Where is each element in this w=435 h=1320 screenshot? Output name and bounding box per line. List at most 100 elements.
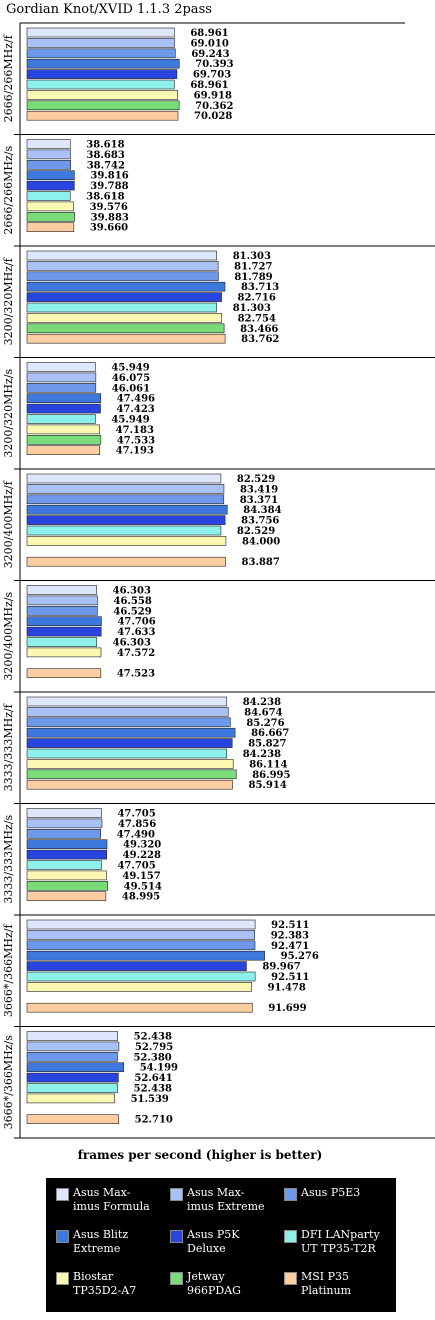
data-label: 82.716 xyxy=(238,293,276,304)
data-label: 49.514 xyxy=(124,881,162,892)
data-label: 69.918 xyxy=(194,90,232,101)
legend-swatch xyxy=(56,1188,69,1201)
data-label: 70.393 xyxy=(195,59,233,70)
bar xyxy=(26,484,225,494)
data-label: 86.667 xyxy=(251,728,289,739)
legend-label: DFI LANparty UT TP35-T2R xyxy=(301,1228,380,1255)
data-label: 47.183 xyxy=(116,425,154,436)
bar xyxy=(26,191,71,201)
bar xyxy=(26,48,176,59)
data-label: 92.383 xyxy=(271,930,309,941)
bar xyxy=(26,261,219,271)
data-label: 84.238 xyxy=(243,749,281,760)
bar xyxy=(26,515,226,525)
bar xyxy=(26,748,228,759)
bar xyxy=(26,585,97,595)
bar xyxy=(26,38,175,48)
data-label: 86.114 xyxy=(249,759,287,770)
data-label: 45.949 xyxy=(111,363,149,374)
bar xyxy=(26,139,71,149)
data-label: 46.303 xyxy=(113,586,151,597)
bar xyxy=(26,1083,118,1093)
data-label: 52.380 xyxy=(133,1052,171,1063)
data-label: 46.558 xyxy=(114,596,152,607)
data-label: 84.000 xyxy=(242,536,280,547)
data-label: 49.157 xyxy=(122,871,160,882)
bar xyxy=(26,1114,119,1124)
data-label: 92.471 xyxy=(271,941,309,952)
bar xyxy=(26,69,178,79)
data-label: 83.371 xyxy=(240,495,278,506)
bar xyxy=(26,302,217,313)
bar xyxy=(26,525,222,536)
bar xyxy=(26,1062,125,1072)
legend-label: Asus Blitz Extreme xyxy=(73,1228,129,1255)
group-label: 3666*/366MHz/s xyxy=(2,1035,15,1130)
data-label: 45.949 xyxy=(111,415,149,426)
bar xyxy=(26,1002,253,1013)
data-label: 54.199 xyxy=(140,1063,178,1074)
bar xyxy=(26,637,97,647)
bar xyxy=(26,961,247,971)
data-label: 83.419 xyxy=(240,484,278,495)
data-label: 82.529 xyxy=(237,526,275,537)
group-label: 3200/400MHz/s xyxy=(2,592,15,681)
data-label: 84.238 xyxy=(243,697,281,708)
bar xyxy=(26,536,227,546)
bar xyxy=(26,769,237,780)
bar xyxy=(26,414,96,424)
legend-label: Biostar TP35D2-A7 xyxy=(73,1270,137,1297)
legend-swatch xyxy=(284,1272,297,1285)
legend-label: Asus Max- imus Formula xyxy=(73,1186,150,1213)
legend-label: MSI P35 Platinum xyxy=(301,1270,352,1297)
bar xyxy=(26,930,255,940)
bar xyxy=(26,696,228,707)
data-label: 46.075 xyxy=(112,373,150,384)
bar xyxy=(26,1072,119,1083)
data-label: 84.384 xyxy=(243,505,281,516)
data-label: 68.961 xyxy=(190,80,228,91)
data-label: 52.795 xyxy=(135,1042,173,1053)
data-label: 52.641 xyxy=(134,1073,172,1084)
bar xyxy=(26,180,75,191)
data-label: 47.490 xyxy=(117,829,155,840)
bar xyxy=(26,333,226,344)
data-label: 47.533 xyxy=(117,435,155,446)
data-label: 68.961 xyxy=(190,28,228,39)
legend-label: Asus P5K Deluxe xyxy=(187,1228,240,1255)
data-label: 52.438 xyxy=(134,1032,172,1043)
group-label: 3200/320MHz/s xyxy=(2,369,15,458)
group-label: 3200/400MHz/f xyxy=(2,480,15,568)
bar xyxy=(26,250,217,261)
bar xyxy=(26,849,107,860)
bar xyxy=(26,1041,120,1052)
data-label: 51.539 xyxy=(131,1094,169,1105)
bar xyxy=(26,424,100,435)
data-label: 47.523 xyxy=(117,669,155,680)
legend-swatch xyxy=(56,1272,69,1285)
data-label: 39.660 xyxy=(90,223,128,234)
data-label: 95.276 xyxy=(281,951,319,962)
bar xyxy=(26,707,229,717)
data-label: 47.496 xyxy=(117,394,155,405)
bar xyxy=(26,100,180,111)
legend-swatch xyxy=(170,1272,183,1285)
data-label: 46.303 xyxy=(113,638,151,649)
bar xyxy=(26,839,108,850)
bar xyxy=(26,1052,118,1062)
bar xyxy=(26,982,252,992)
bar xyxy=(26,170,75,180)
bar xyxy=(26,971,256,982)
bar xyxy=(26,160,72,170)
bar xyxy=(26,281,226,292)
data-label: 81.303 xyxy=(233,303,271,314)
bar xyxy=(26,292,222,302)
bar xyxy=(26,860,102,870)
data-label: 39.576 xyxy=(90,202,128,213)
data-label: 38.618 xyxy=(86,192,124,203)
legend-label: Jetway 966PDAG xyxy=(187,1270,241,1297)
bar xyxy=(26,90,178,100)
data-label: 47.572 xyxy=(117,648,155,659)
bar xyxy=(26,950,265,961)
